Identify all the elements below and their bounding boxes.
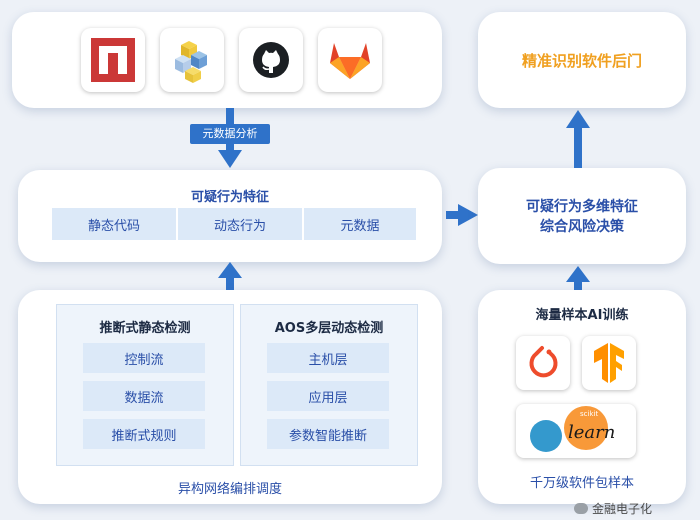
dynamic-item-app-layer: 应用层 xyxy=(267,381,389,411)
suspicious-features-panel: 可疑行为特征 静态代码 动态行为 元数据 xyxy=(18,170,442,262)
sklearn-big-text: learn xyxy=(568,422,616,443)
tensorflow-logo-tile xyxy=(582,336,636,390)
github-icon xyxy=(253,42,289,78)
pypi-icon xyxy=(175,41,207,83)
training-footer: 千万级软件包样本 xyxy=(529,476,634,491)
tensorflow-icon xyxy=(594,343,624,383)
training-panel: 海量样本AI训练 scikit learn 千万级软件包样本 xyxy=(478,290,686,504)
github-logo-tile xyxy=(239,28,303,92)
feature-dynamic-behavior: 动态行为 xyxy=(178,208,302,240)
metadata-analysis-label: 元数据分析 xyxy=(190,124,270,144)
decision-line1: 可疑行为多维特征 xyxy=(526,199,638,215)
dynamic-detection-box: AOS多层动态检测 主机层 应用层 参数智能推断 xyxy=(240,304,418,466)
source-logos-panel xyxy=(12,12,442,108)
result-title: 精准识别软件后门 xyxy=(521,52,642,70)
wechat-icon xyxy=(574,503,588,514)
pytorch-logo-tile xyxy=(516,336,570,390)
static-detection-box: 推断式静态检测 控制流 数据流 推断式规则 xyxy=(56,304,234,466)
decision-line2: 综合风险决策 xyxy=(540,219,624,235)
to-decision-arrow-shaft xyxy=(446,211,460,219)
pytorch-icon xyxy=(529,346,558,378)
pypi-logo-tile xyxy=(160,28,224,92)
dynamic-item-param-inference: 参数智能推断 xyxy=(267,419,389,449)
gitlab-logo-tile xyxy=(318,28,382,92)
training-title: 海量样本AI训练 xyxy=(535,308,629,323)
dynamic-item-host-layer: 主机层 xyxy=(267,343,389,373)
detection-arrow-shaft xyxy=(226,276,234,290)
detection-panel: 推断式静态检测 控制流 数据流 推断式规则 AOS多层动态检测 主机层 应用层 … xyxy=(18,290,442,504)
npm-icon xyxy=(91,38,135,82)
result-panel: 精准识别软件后门 xyxy=(478,12,686,108)
decision-panel: 可疑行为多维特征 综合风险决策 xyxy=(478,168,686,264)
npm-logo-tile xyxy=(81,28,145,92)
up-arrow-icon xyxy=(566,110,590,128)
feature-metadata: 元数据 xyxy=(304,208,416,240)
to-result-arrow-shaft xyxy=(574,124,582,168)
feature-static-code: 静态代码 xyxy=(52,208,176,240)
dynamic-detection-title: AOS多层动态检测 xyxy=(274,321,384,336)
right-arrow-icon xyxy=(458,204,478,226)
gitlab-icon xyxy=(330,43,370,79)
watermark: 金融电子化 xyxy=(574,500,652,517)
static-detection-title: 推断式静态检测 xyxy=(99,321,191,336)
sklearn-logo-tile: scikit learn xyxy=(516,404,636,458)
up-arrow-icon xyxy=(566,266,590,282)
features-title: 可疑行为特征 xyxy=(190,190,269,205)
orchestration-label: 异构网络编排调度 xyxy=(177,482,282,497)
static-item-data-flow: 数据流 xyxy=(83,381,205,411)
static-item-inference-rules: 推断式规则 xyxy=(83,419,205,449)
training-arrow-shaft xyxy=(574,280,582,290)
down-arrow-icon xyxy=(218,150,242,168)
watermark-text: 金融电子化 xyxy=(592,502,653,516)
sklearn-icon xyxy=(530,406,608,452)
sklearn-small-text: scikit xyxy=(580,410,599,418)
static-item-control-flow: 控制流 xyxy=(83,343,205,373)
up-arrow-icon xyxy=(218,262,242,278)
